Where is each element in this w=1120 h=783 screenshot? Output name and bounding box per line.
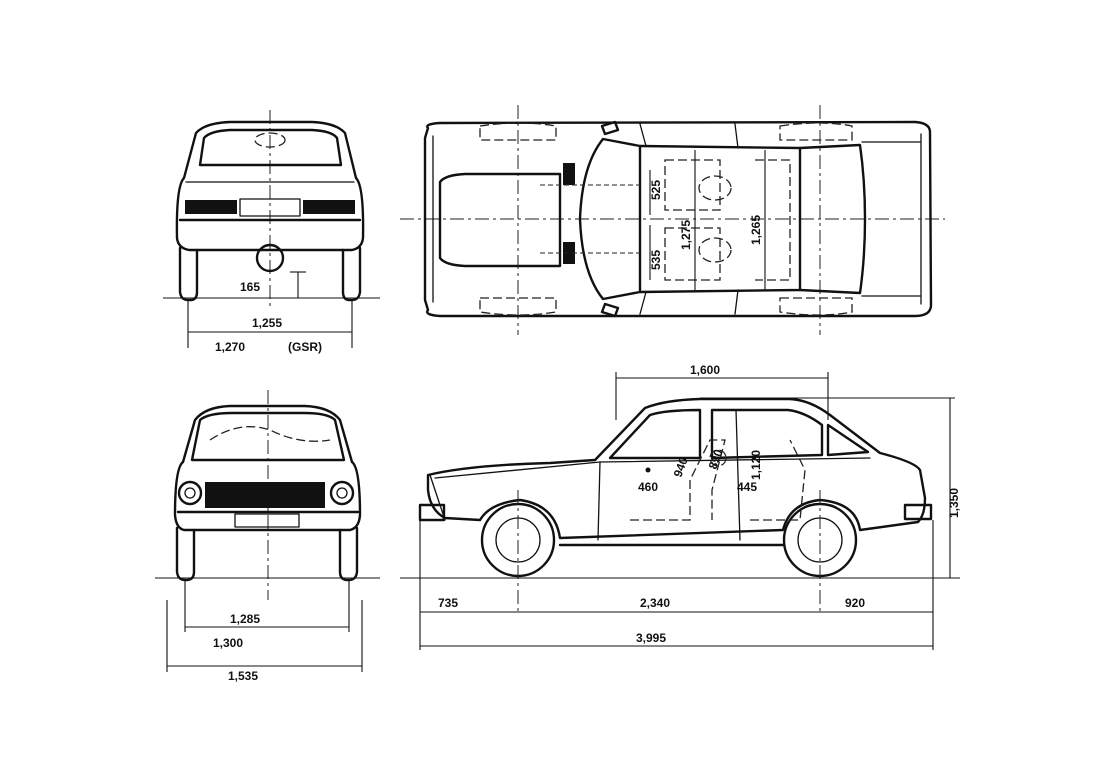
side-view-rear-bumper xyxy=(903,503,933,521)
side-view-rear-window xyxy=(710,408,824,460)
front-view-plate xyxy=(234,513,300,528)
front-view-headlight-left xyxy=(177,480,203,506)
overall-height-label: 1,350 xyxy=(947,488,961,518)
side-view-door-lines xyxy=(597,409,741,541)
rear-view: 165 1,255 1,270 (GSR) xyxy=(163,110,380,354)
top-view-body xyxy=(423,120,933,318)
wheelbase-label: 2,340 xyxy=(640,596,670,610)
front-view-headlight-right xyxy=(329,480,355,506)
rear-track-alt-label: 1,270 xyxy=(215,340,245,354)
rear-track-alt-note: (GSR) xyxy=(288,340,322,354)
rear-view-plate xyxy=(239,198,301,217)
top-view-rear-window xyxy=(798,143,867,295)
rear-view-differential xyxy=(255,243,285,273)
side-view-front-window xyxy=(608,408,702,460)
rear-view-taillight-right xyxy=(303,200,355,214)
front-view-windshield xyxy=(190,411,346,462)
rear-view-tyre-left xyxy=(178,246,199,302)
overall-width-label: 1,535 xyxy=(228,669,258,683)
rear-view-tyre-right xyxy=(341,246,362,302)
rear-legroom-label: 1,120 xyxy=(749,450,763,480)
rear-view-body xyxy=(175,120,365,252)
side-view: 940 460 890 1,120 445 1,600 1,350 735 2,… xyxy=(400,363,961,650)
side-view-front-bumper xyxy=(418,503,446,522)
front-view-tyre-left xyxy=(175,526,196,582)
front-track-alt-label: 1,300 xyxy=(213,636,243,650)
front-seat-depth-2-label: 535 xyxy=(649,250,663,270)
rear-overhang-label: 920 xyxy=(845,596,865,610)
front-view: 1,285 1,300 1,535 xyxy=(155,390,380,683)
rear-seat-height-label: 445 xyxy=(737,480,757,494)
ground-clearance-label: 165 xyxy=(240,280,260,294)
rear-view-taillight-left xyxy=(185,200,237,214)
overall-length-label: 3,995 xyxy=(636,631,666,645)
front-view-grille xyxy=(205,482,325,508)
top-view: 525 535 1,275 1,265 xyxy=(400,105,945,335)
rear-view-dome-light xyxy=(254,132,286,148)
front-view-tyre-right xyxy=(338,526,359,582)
top-view-hood xyxy=(438,172,562,268)
front-headroom-label: 940 xyxy=(671,455,691,479)
front-track-label: 1,285 xyxy=(230,612,260,626)
cabin-width-rear-label: 1,265 xyxy=(749,215,763,245)
front-seat-height-label: 460 xyxy=(638,480,658,494)
cabin-length-label: 1,600 xyxy=(690,363,720,377)
cabin-width-front-label: 1,275 xyxy=(679,220,693,250)
top-view-mirror-lower xyxy=(600,302,620,318)
front-overhang-label: 735 xyxy=(438,596,458,610)
top-view-mirror-upper xyxy=(600,120,620,136)
rear-view-window xyxy=(198,128,343,167)
top-view-windshield xyxy=(578,137,642,301)
side-view-quarter-window xyxy=(826,423,870,457)
rear-headroom-label: 890 xyxy=(706,447,726,471)
rear-track-label: 1,255 xyxy=(252,316,282,330)
top-view-roof xyxy=(638,144,802,294)
front-view-body xyxy=(173,404,362,532)
top-view-vent-upper xyxy=(563,163,575,185)
front-seat-depth-1-label: 525 xyxy=(649,180,663,200)
